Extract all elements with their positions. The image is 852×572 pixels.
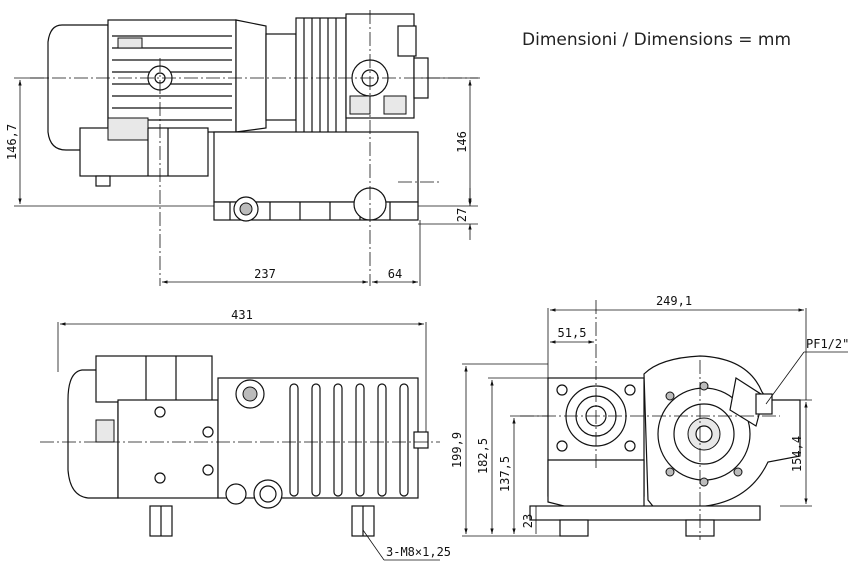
plan-view (40, 322, 440, 561)
dim-146: 146 (455, 131, 469, 153)
top-view (14, 10, 480, 286)
thread-callout: 3-M8×1,25 (386, 545, 451, 559)
dim-249-1: 249,1 (656, 294, 692, 308)
dim-182-5: 182,5 (476, 438, 490, 474)
port-callout: PF1/2" (806, 337, 849, 351)
dim-199-9: 199,9 (450, 432, 464, 468)
dim-237: 237 (254, 267, 276, 281)
end-view (462, 300, 848, 540)
dim-431: 431 (231, 308, 253, 322)
dim-146-7: 146,7 (5, 124, 19, 160)
dim-23: 23 (521, 514, 535, 528)
dim-51-5: 51,5 (558, 326, 587, 340)
dimensions-note: Dimensioni / Dimensions = mm (522, 30, 792, 50)
dim-27: 27 (455, 208, 469, 222)
dim-137-5: 137,5 (498, 456, 512, 492)
dim-64: 64 (388, 267, 402, 281)
dim-154-4: 154,4 (790, 436, 804, 472)
